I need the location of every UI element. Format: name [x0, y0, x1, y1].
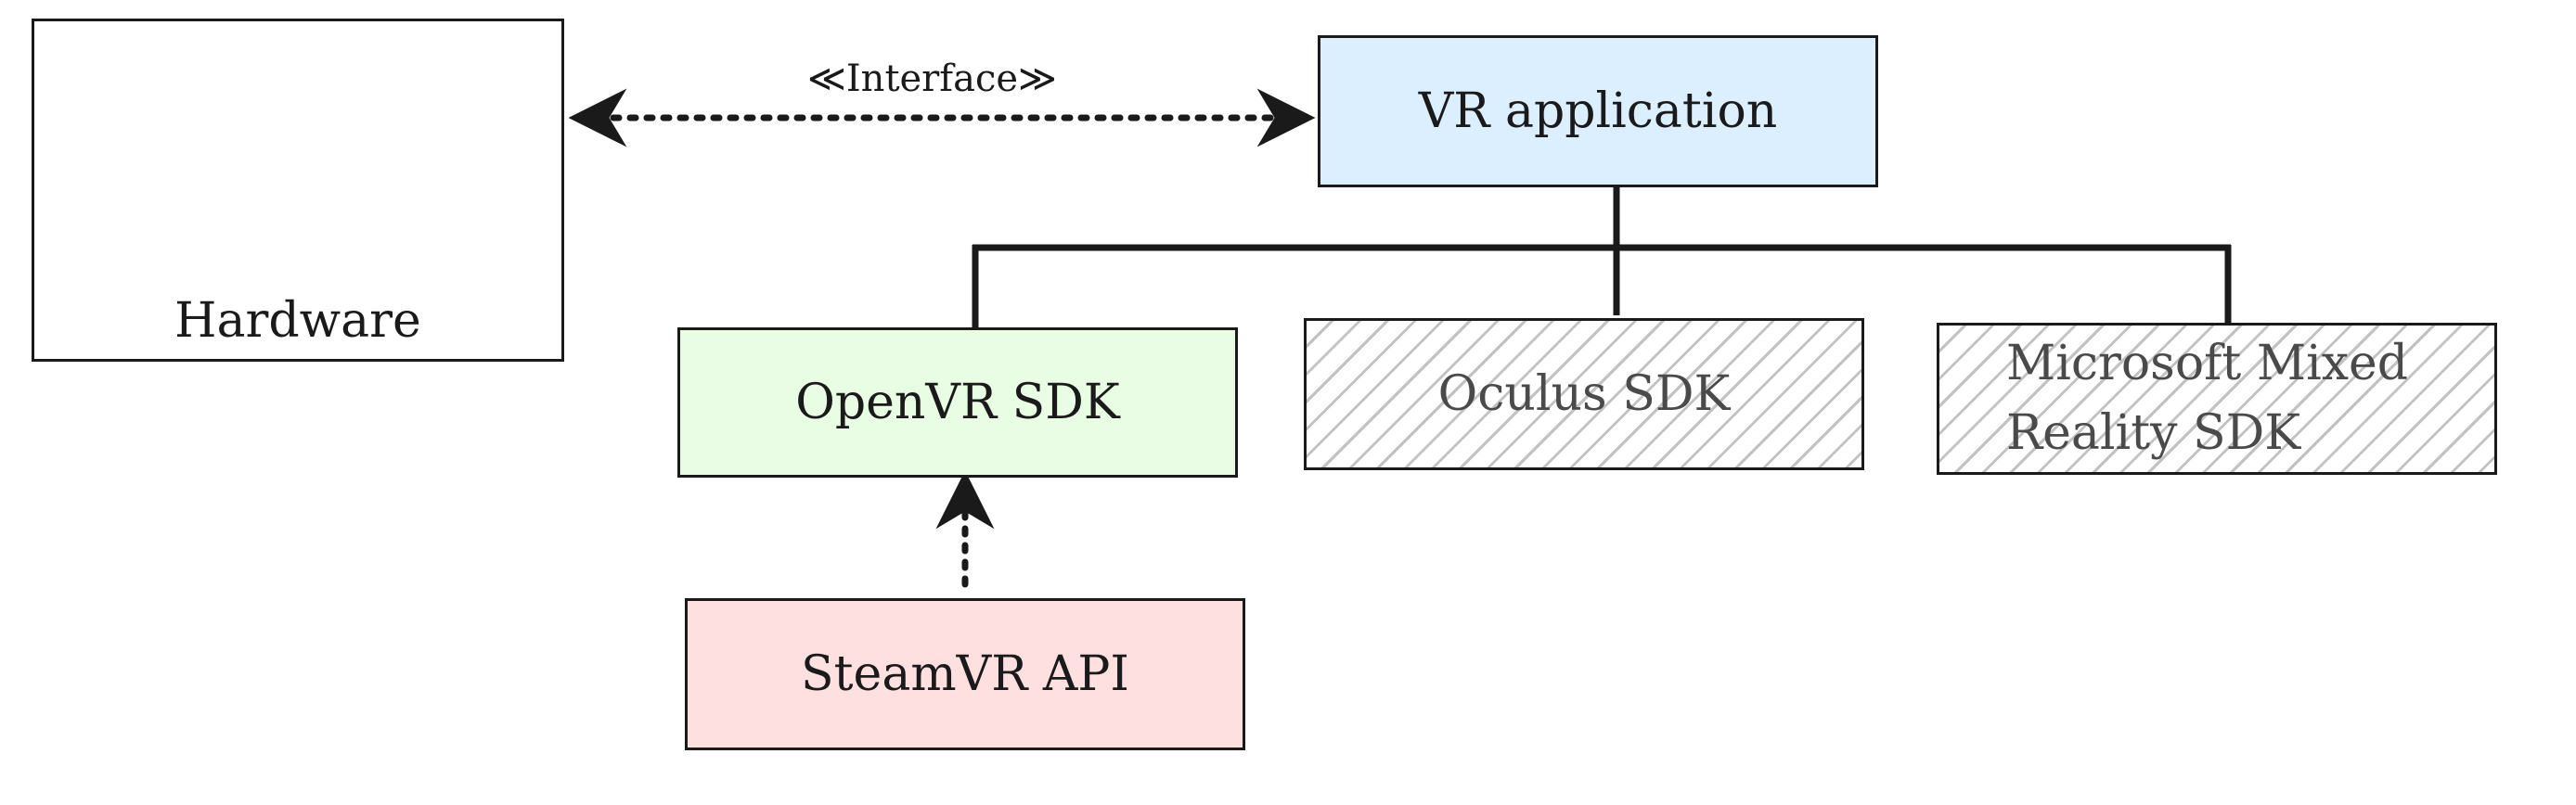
- hardware-box: Hardware: [32, 19, 564, 362]
- openvr-sdk-label: OpenVR SDK: [795, 374, 1120, 430]
- steamvr-api-label: SteamVR API: [801, 645, 1129, 702]
- microsoft-mixed-reality-sdk-line2: Reality SDK: [2006, 405, 2301, 461]
- steamvr-api-box: SteamVR API: [685, 598, 1245, 750]
- openvr-sdk-box: OpenVR SDK: [677, 327, 1238, 478]
- vr-application-label: VR application: [1418, 83, 1778, 139]
- sdk-tree-connector: [972, 184, 2232, 327]
- oculus-sdk-box: Oculus SDK: [1304, 318, 1864, 470]
- microsoft-mixed-reality-sdk-line1: Microsoft Mixed: [2006, 335, 2409, 391]
- microsoft-mixed-reality-sdk-label: Microsoft Mixed Reality SDK: [2006, 329, 2408, 469]
- microsoft-mixed-reality-sdk-box: Microsoft Mixed Reality SDK: [1937, 323, 2497, 475]
- oculus-sdk-label: Oculus SDK: [1437, 365, 1731, 422]
- vr-application-box: VR application: [1318, 35, 1878, 187]
- hardware-label: Hardware: [174, 293, 421, 349]
- interface-label: ≪Interface≫: [807, 58, 1057, 100]
